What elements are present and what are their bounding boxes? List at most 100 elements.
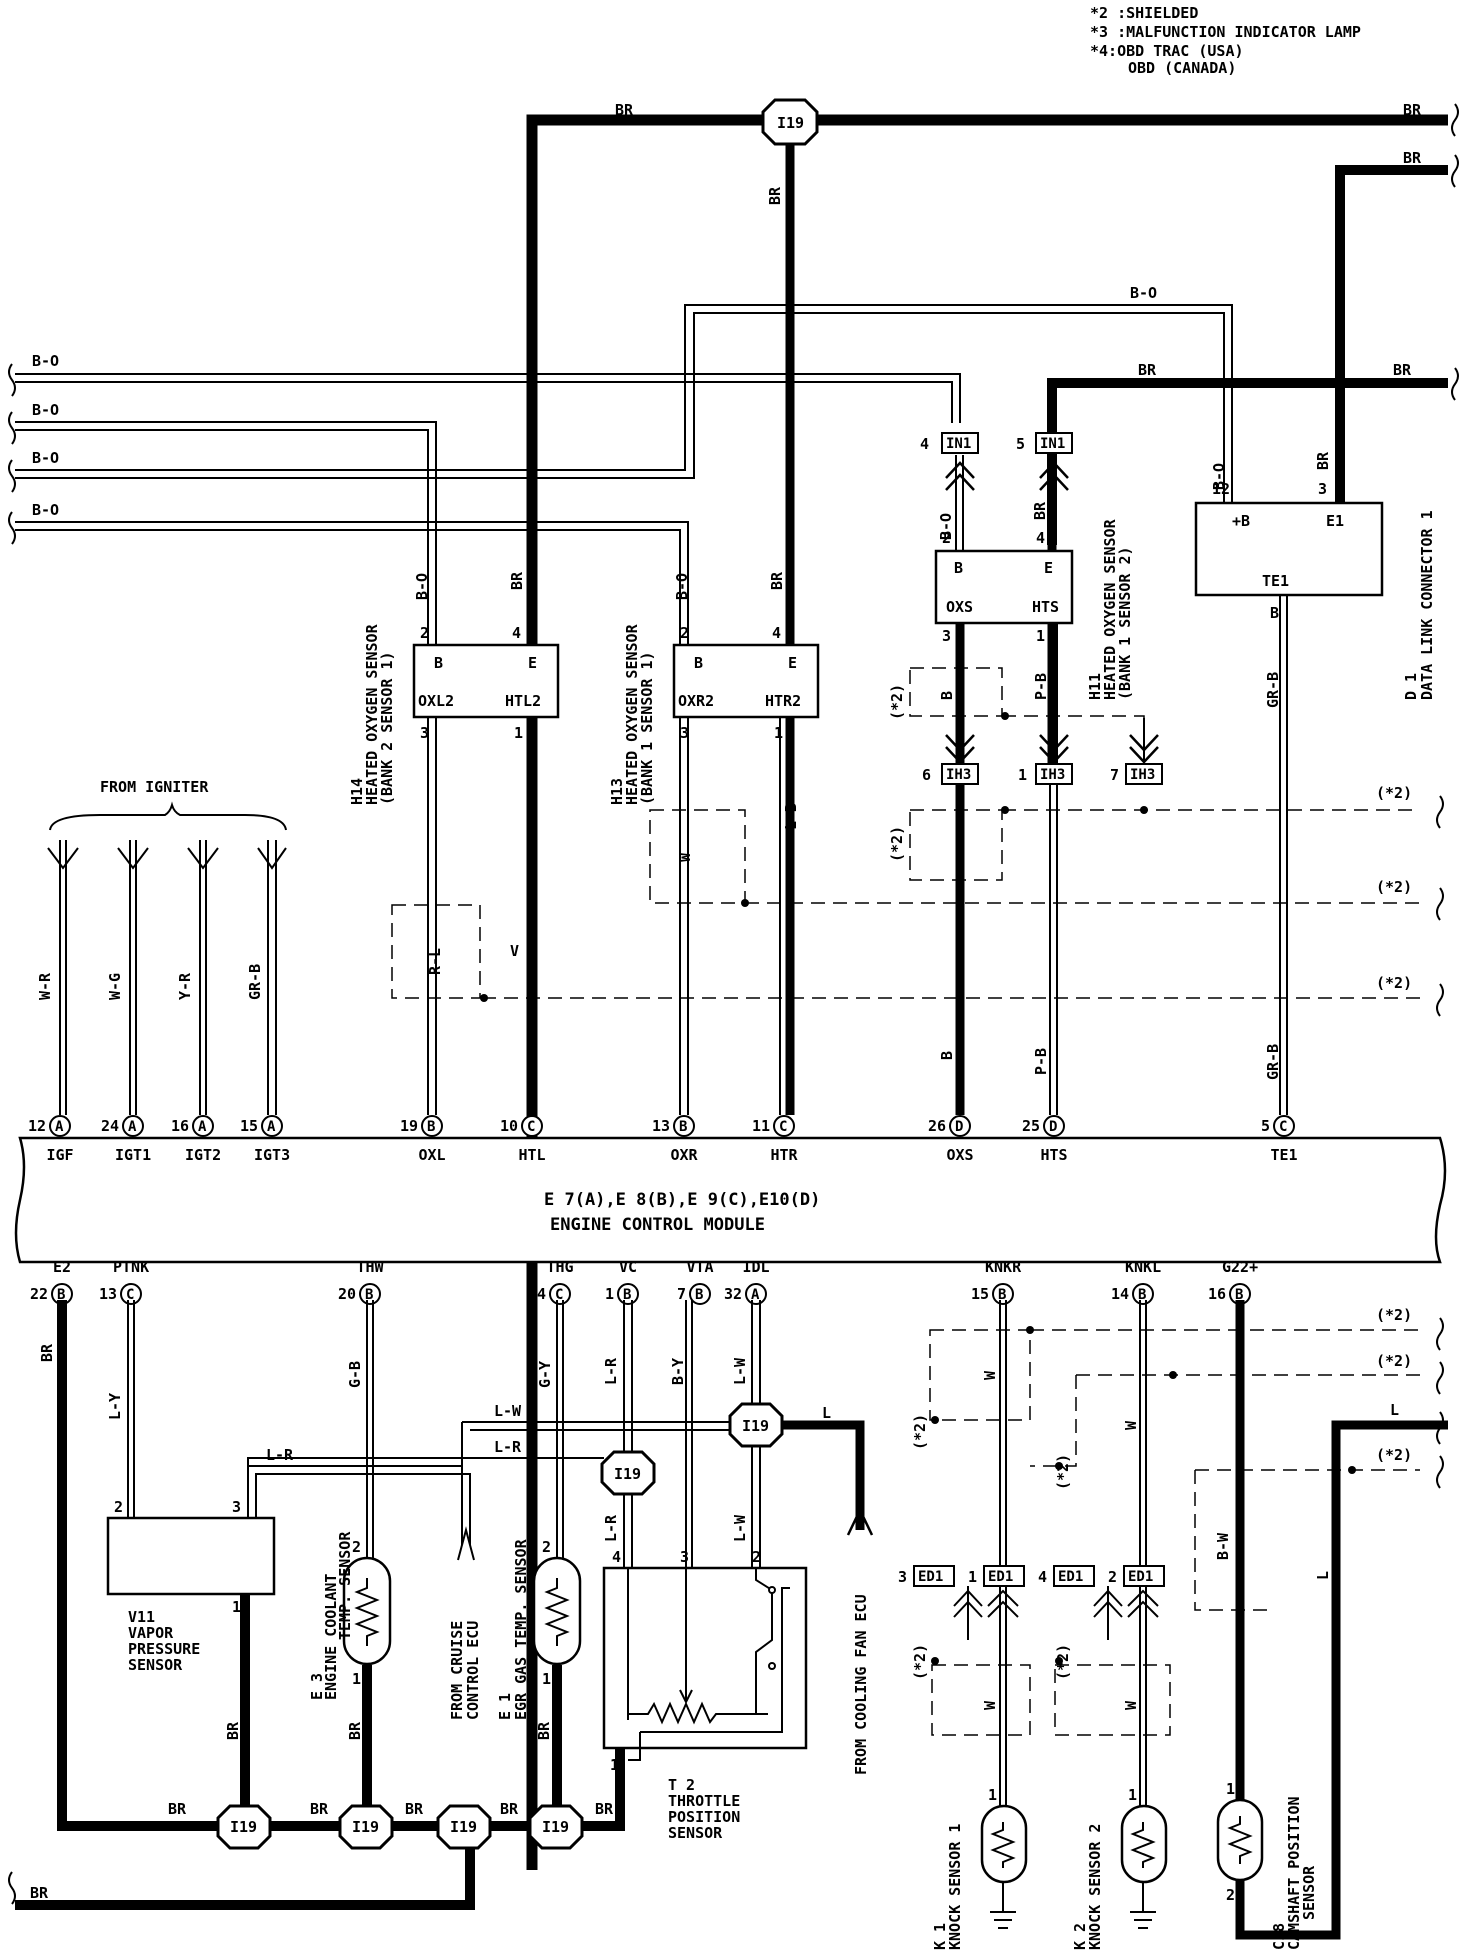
svg-text:2: 2: [114, 1498, 123, 1516]
label-by: B-Y: [669, 1358, 687, 1385]
svg-text:1: 1: [232, 1598, 241, 1616]
svg-text:HEATED OXYGEN SENSOR: HEATED OXYGEN SENSOR: [363, 623, 381, 805]
pin-number: 13: [652, 1117, 670, 1135]
svg-text:2: 2: [1226, 1886, 1235, 1904]
label-b-dlc: B: [1270, 604, 1279, 622]
pin-number: 26: [928, 1117, 946, 1135]
label-lr-cruise: L-R: [494, 1438, 522, 1456]
pin-name: G22+: [1222, 1258, 1258, 1276]
right-edge-markers: [1436, 103, 1459, 1489]
pin-connector-letter: B: [427, 1119, 435, 1135]
pin-number: 19: [400, 1117, 418, 1135]
pin-name: HTR: [771, 1146, 799, 1164]
svg-text:1: 1: [610, 1756, 619, 1774]
pin-connector-letter: B: [57, 1287, 65, 1303]
pin-connector-letter: C: [126, 1287, 134, 1303]
pin-connector-letter: A: [751, 1287, 760, 1303]
svg-text:7: 7: [1110, 766, 1119, 784]
h13-sensor: B E OXR2 HTR2 2 4 3 1 H13 HEATED OXYGEN …: [608, 623, 820, 805]
svg-text:2: 2: [680, 624, 689, 642]
pin-number: 13: [99, 1285, 117, 1303]
label-gb: G-B: [346, 1361, 364, 1388]
svg-text:3: 3: [232, 1498, 241, 1516]
pin-name: THW: [357, 1258, 385, 1276]
svg-text:4: 4: [612, 1548, 621, 1566]
label-bo-top: B-O: [1130, 284, 1157, 302]
ecm-bottom-pins: B22E2C13PTNKB20THWC14THGB1VCB7VTAA32IDLB…: [30, 1258, 1258, 1305]
e1-sensor: 2 1 E 1 EGR GAS TEMP. SENSOR: [496, 1538, 582, 1720]
svg-text:3: 3: [942, 627, 951, 645]
in1-connectors: IN1 4 IN1 5: [920, 432, 1073, 454]
svg-text:CAMSHAFT POSITION: CAMSHAFT POSITION: [1285, 1796, 1303, 1950]
pin-connector-letter: A: [198, 1119, 207, 1135]
h11-sensor: B E OXS HTS 2 4 3 1 H11 HEATED OXYGEN SE…: [934, 518, 1134, 700]
pin-connector-letter: B: [679, 1119, 687, 1135]
pin-name: VC: [619, 1258, 637, 1276]
pin-name: IDL: [743, 1258, 770, 1276]
svg-text:GR-B: GR-B: [246, 964, 264, 1000]
camshaft-wires: [1235, 1300, 1448, 1940]
label-pb-h11: P-B: [1032, 673, 1050, 700]
svg-text:2: 2: [542, 1538, 551, 1556]
svg-text:ED1: ED1: [988, 1569, 1013, 1585]
c18-sensor: 1 2 C18 CAMSHAFT POSITION SENSOR: [1216, 1780, 1318, 1950]
svg-text:I19: I19: [742, 1417, 769, 1435]
svg-text:IN1: IN1: [946, 436, 971, 452]
svg-text:(*2): (*2): [1376, 974, 1412, 992]
svg-text:1: 1: [968, 1568, 977, 1586]
svg-text:4: 4: [1036, 529, 1045, 547]
knock-sensor-1: 1 K 1 KNOCK SENSOR 1: [931, 1786, 1028, 1950]
left-edge-markers: [8, 363, 16, 1905]
pin-connector-letter: B: [1235, 1287, 1243, 1303]
pin-number: 11: [752, 1117, 770, 1135]
svg-text:(*2): (*2): [1054, 1454, 1072, 1490]
label-bo-in1: B-O: [937, 513, 955, 540]
pin-name: IGT2: [185, 1146, 221, 1164]
svg-text:Y-R: Y-R: [176, 972, 194, 1000]
svg-text:OXR2: OXR2: [678, 692, 714, 710]
svg-text:SENSOR: SENSOR: [668, 1824, 723, 1842]
svg-text:KNOCK SENSOR 2: KNOCK SENSOR 2: [1086, 1824, 1104, 1950]
note-obd-usa: *4:OBD TRAC (USA): [1090, 42, 1244, 60]
svg-text:6: 6: [922, 766, 931, 784]
top-br-wires: [526, 114, 1448, 1870]
in1-h11-wires: [945, 455, 1069, 551]
pin-connector-letter: B: [695, 1287, 703, 1303]
t2-sensor: 4 3 2 1 T 2 THROTTLE POSITION SENSOR: [602, 1548, 808, 1842]
svg-text:VAPOR: VAPOR: [128, 1624, 174, 1642]
pin-name: IGF: [47, 1146, 74, 1164]
ed1-connectors: ED1 3 ED1 1 ED1 4 ED1 2: [898, 1565, 1165, 1587]
label-b-oxs: B: [938, 1051, 956, 1060]
label-bw: B-W: [1214, 1532, 1232, 1560]
ih3-ecm-wires: [955, 784, 1058, 1115]
svg-text:1: 1: [1226, 1780, 1235, 1798]
pin-name: HTS: [1041, 1146, 1068, 1164]
svg-text:1: 1: [1018, 766, 1027, 784]
svg-text:TE1: TE1: [1262, 572, 1289, 590]
label-l-fan: L: [822, 1404, 831, 1422]
svg-text:(*2): (*2): [888, 684, 906, 720]
label-grb-dlc: GR-B: [1264, 672, 1282, 708]
label-br-hts2: BR: [1138, 361, 1157, 379]
svg-text:IH3: IH3: [1040, 767, 1065, 783]
label-br-top-right2: BR: [1403, 149, 1422, 167]
label-w-h13: W: [676, 852, 694, 862]
pin-connector-letter: D: [1049, 1119, 1057, 1135]
e3-sensor: 2 1 E 3 ENGINE COOLANT TEMP. SENSOR: [308, 1531, 392, 1700]
pin-number: 25: [1022, 1117, 1040, 1135]
svg-text:1: 1: [352, 1670, 361, 1688]
label-lr-vc: L-R: [602, 1357, 620, 1385]
svg-text:(*2): (*2): [1376, 878, 1412, 896]
pin-number: 20: [338, 1285, 356, 1303]
svg-text:EGR GAS TEMP. SENSOR: EGR GAS TEMP. SENSOR: [512, 1538, 530, 1720]
label-lr-v11: L-R: [266, 1446, 294, 1464]
svg-text:4: 4: [772, 624, 781, 642]
